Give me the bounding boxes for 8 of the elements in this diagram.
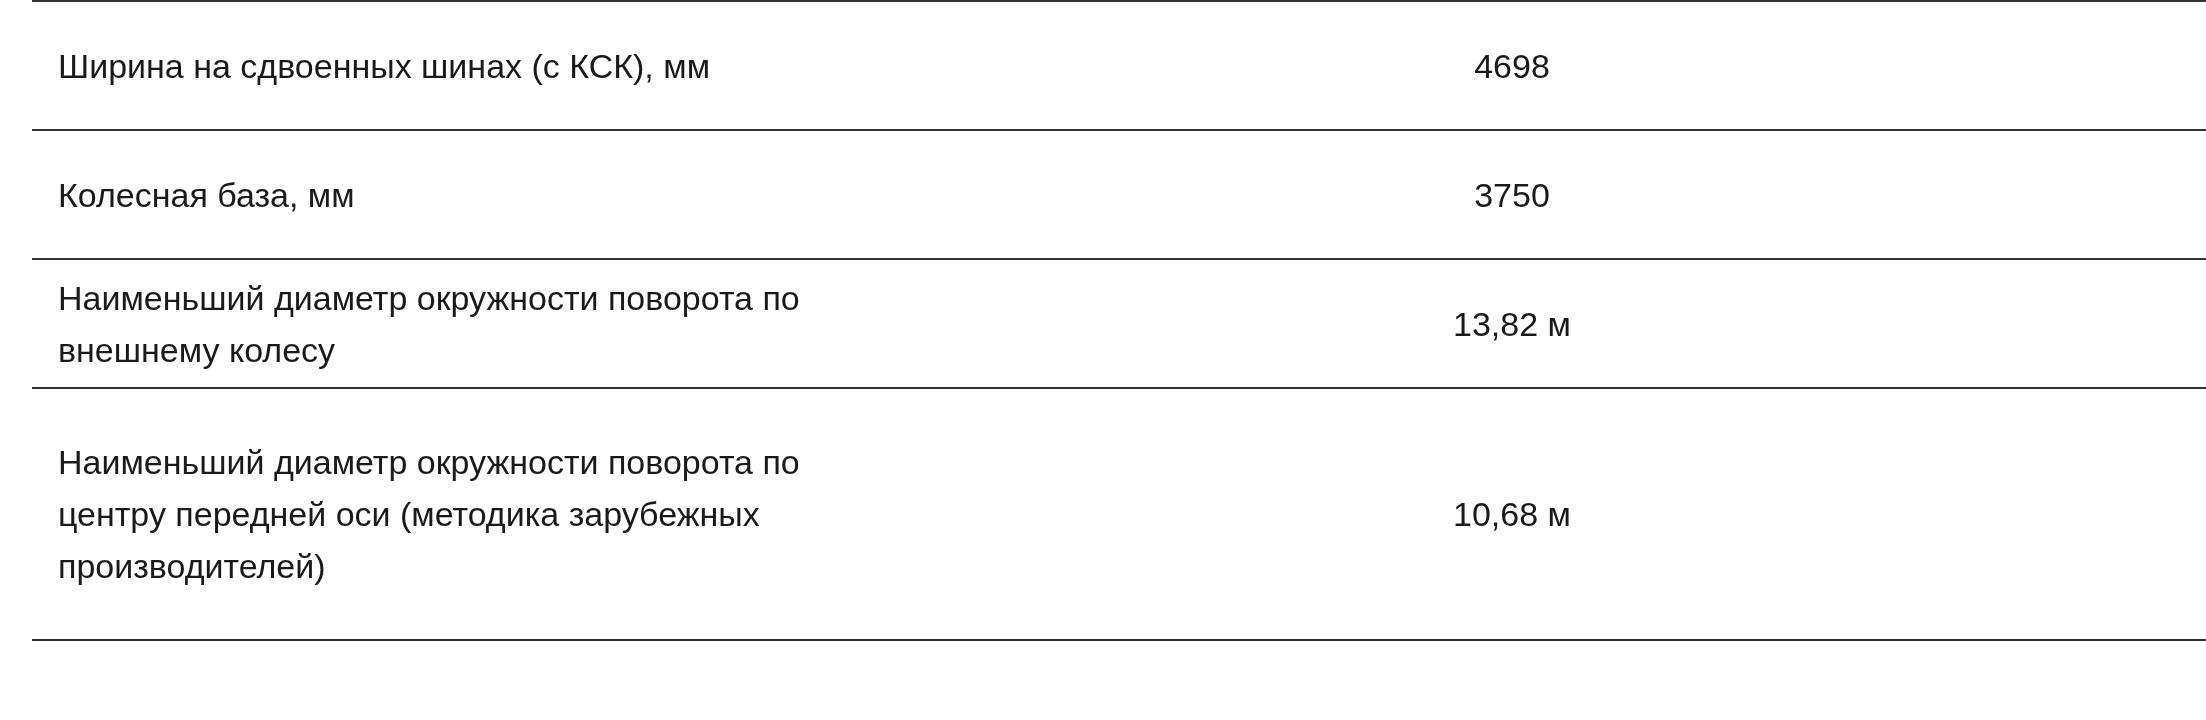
parameter-value: 10,68 м [1452, 494, 1572, 535]
parameter-name: Ширина на сдвоенных шинах (с КСК), мм [58, 46, 711, 87]
parameter-name: Наименьший диаметр окружности поворота по центру передней оси (методика зарубежных производителей) [58, 442, 801, 587]
parameter-value: 3750 [1473, 175, 1551, 216]
parameter-value: 4698 [1473, 46, 1551, 87]
parameter-name: Наименьший диаметр окружности поворота по внешнему колесу [58, 278, 801, 371]
parameter-name: Колесная база, мм [58, 175, 356, 216]
parameter-value: 13,82 м [1452, 304, 1572, 345]
